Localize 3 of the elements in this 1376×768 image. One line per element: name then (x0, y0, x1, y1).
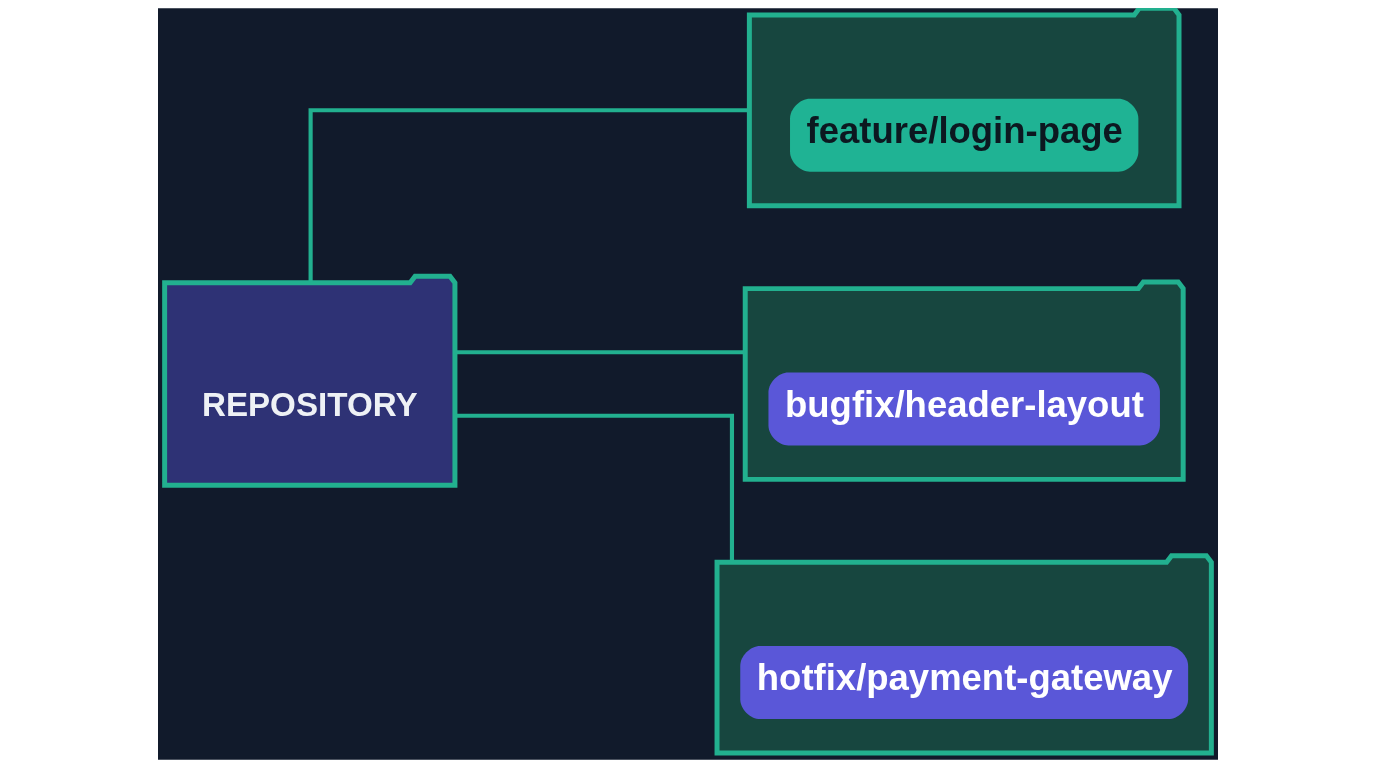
connector (455, 350, 745, 355)
connector (455, 413, 735, 563)
connector (308, 108, 750, 283)
